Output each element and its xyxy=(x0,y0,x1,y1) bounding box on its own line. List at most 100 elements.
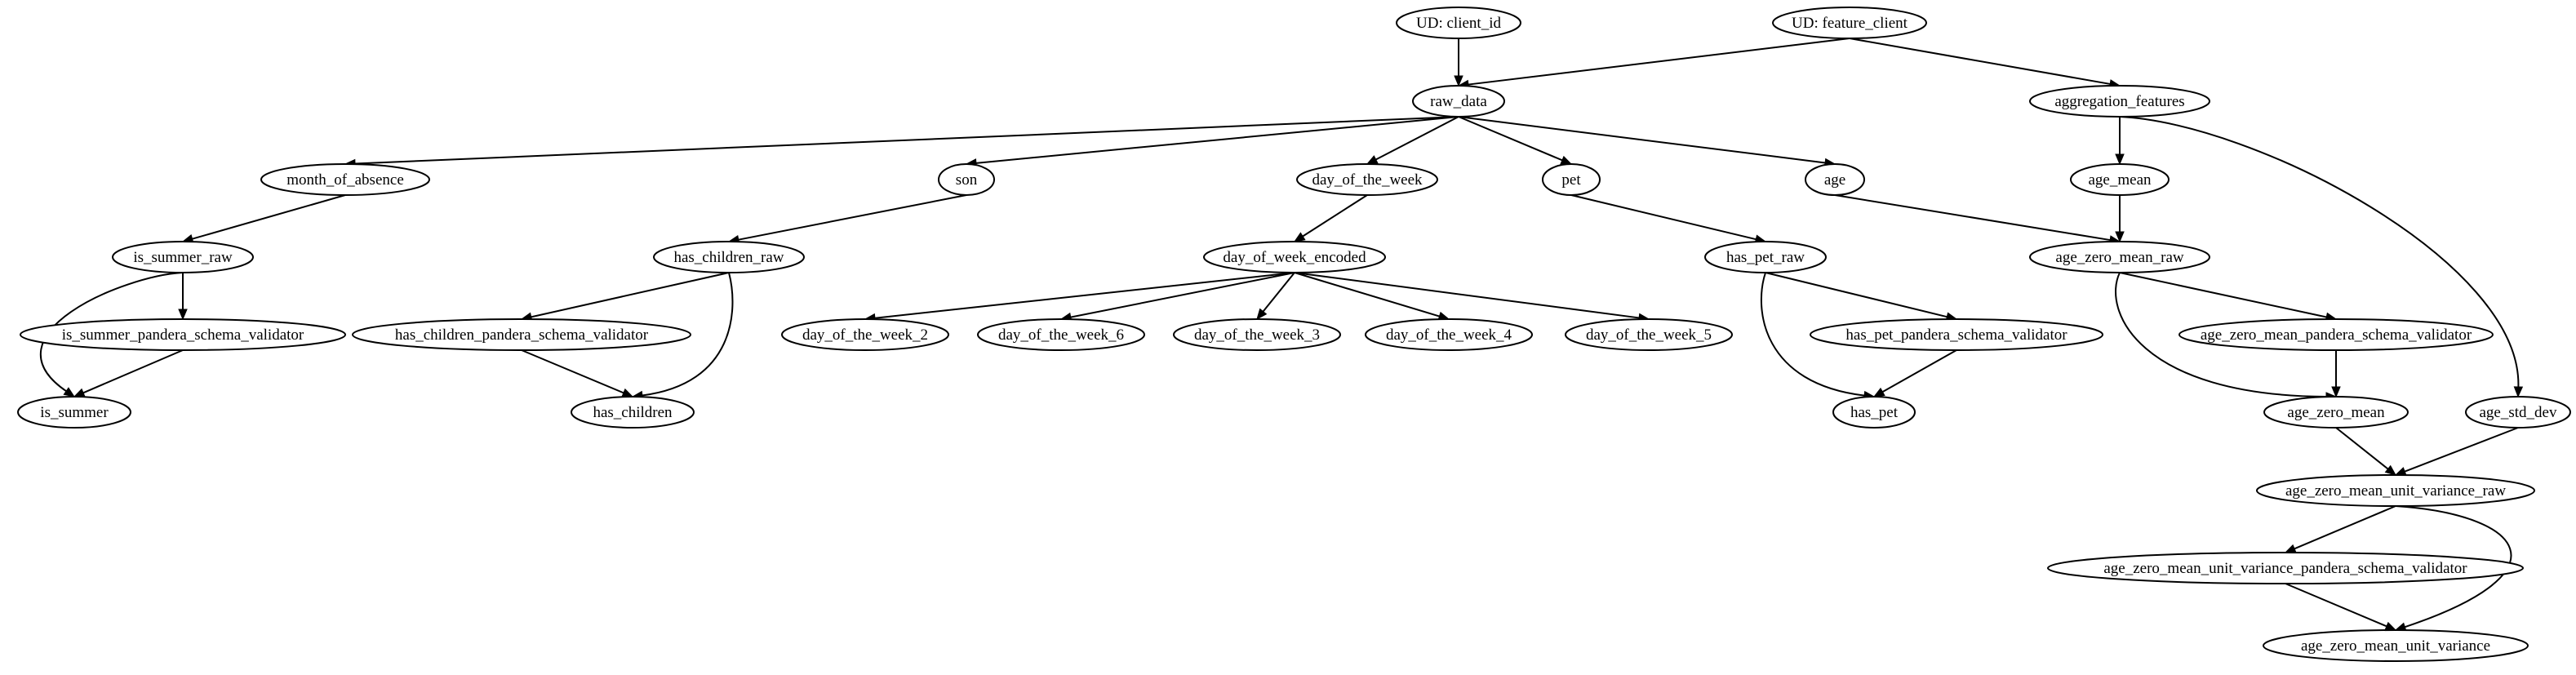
node-ellipse xyxy=(2465,396,2571,429)
node-is-summer: is_summer xyxy=(17,396,131,429)
edge-line xyxy=(531,272,730,318)
node-ellipse xyxy=(571,396,695,429)
node-day-of-the-week: day_of_the_week xyxy=(1296,163,1438,196)
edge-line xyxy=(354,116,1459,165)
edge-line xyxy=(975,116,1459,164)
arrowhead xyxy=(2384,464,2397,476)
node-ellipse xyxy=(2263,629,2529,662)
node-ellipse xyxy=(1412,85,1505,118)
node-ellipse xyxy=(1203,241,1386,273)
node-has-pet: has_pet xyxy=(1832,396,1916,429)
edge-raw_data-to-pet xyxy=(1458,116,1573,165)
edge-has_children_raw-to-has_children_pandera_schema_validator xyxy=(520,272,730,322)
node-raw-data: raw_data xyxy=(1412,85,1505,118)
edge-line xyxy=(2119,116,2520,388)
edge-ud_feature_client-to-raw_data xyxy=(1457,38,1850,90)
node-label: age_zero_mean_pandera_schema_validator xyxy=(2201,326,2472,344)
node-label: day_of_the_week_3 xyxy=(1194,326,1320,344)
node-ellipse xyxy=(781,318,949,351)
node-age-zero-mean: age_zero_mean xyxy=(2263,396,2409,429)
node-is-summer-pandera-schema-validator: is_summer_pandera_schema_validator xyxy=(20,318,346,351)
node-ellipse xyxy=(1805,163,1865,196)
arrowhead xyxy=(1560,155,1573,165)
edge-line xyxy=(1294,272,1440,318)
node-is-summer-raw: is_summer_raw xyxy=(112,241,254,273)
node-label: has_children_pandera_schema_validator xyxy=(395,326,649,344)
node-ellipse xyxy=(1832,396,1916,429)
arrowhead xyxy=(1454,75,1463,87)
node-age-zero-mean-unit-variance-pandera-schema-validator: age_zero_mean_unit_variance_pandera_sche… xyxy=(2047,552,2524,584)
edge-line xyxy=(2285,583,2387,628)
node-label: son xyxy=(956,171,978,189)
edge-line xyxy=(874,272,1295,319)
node-label: age_zero_mean xyxy=(2287,404,2385,421)
edge-pet-to-has_pet_raw xyxy=(1570,194,1767,244)
node-label: has_children_raw xyxy=(673,249,784,266)
edge-line xyxy=(2395,505,2512,628)
edge-aggregation_features-to-age_std_dev xyxy=(2119,116,2524,398)
edge-line xyxy=(1468,38,1850,86)
arrowhead xyxy=(1293,232,1306,242)
node-day-of-the-week-2: day_of_the_week_2 xyxy=(781,318,949,351)
node-ellipse xyxy=(2178,318,2494,351)
edge-ud_client_id-to-raw_data xyxy=(1454,38,1463,87)
edge-raw_data-to-age xyxy=(1458,116,1837,168)
node-day-of-week-encoded: day_of_week_encoded xyxy=(1203,241,1386,273)
node-has-children-raw: has_children_raw xyxy=(653,241,805,273)
arrowhead xyxy=(2331,386,2341,398)
edge-line xyxy=(82,349,184,394)
node-age: age xyxy=(1805,163,1865,196)
node-ellipse xyxy=(1365,318,1533,351)
edge-line xyxy=(738,194,967,241)
node-label: is_summer_raw xyxy=(133,249,233,266)
node-ellipse xyxy=(260,163,430,196)
node-label: raw_data xyxy=(1430,93,1487,110)
edge-has_pet_raw-to-has_pet_pandera_schema_validator xyxy=(1765,272,1958,322)
edge-line xyxy=(2294,505,2396,550)
node-ellipse xyxy=(1810,318,2103,351)
node-label: is_summer_pandera_schema_validator xyxy=(62,326,304,344)
edge-line xyxy=(1458,116,1563,162)
edge-age-to-age_zero_mean_raw xyxy=(1834,194,2121,245)
edge-layer xyxy=(40,38,2524,632)
arrowhead xyxy=(63,387,76,397)
node-pet: pet xyxy=(1542,163,1601,196)
edge-is_summer_raw-to-is_summer_pandera_schema_validator xyxy=(178,273,188,321)
node-label: UD: feature_client xyxy=(1792,15,1908,32)
node-ellipse xyxy=(1296,163,1438,196)
node-has-children-pandera-schema-validator: has_children_pandera_schema_validator xyxy=(352,318,691,351)
node-label: age_zero_mean_unit_variance xyxy=(2301,637,2490,655)
node-son: son xyxy=(938,163,995,196)
node-ellipse xyxy=(1542,163,1601,196)
node-age-std-dev: age_std_dev xyxy=(2465,396,2571,429)
node-label: age_mean xyxy=(2088,171,2152,189)
edge-line xyxy=(1262,272,1295,313)
node-label: day_of_the_week_4 xyxy=(1386,326,1512,344)
node-has-pet-raw: has_pet_raw xyxy=(1704,241,1827,273)
node-label: is_summer xyxy=(40,404,109,421)
edge-day_of_week_encoded-to-day_of_the_week_4 xyxy=(1294,272,1450,321)
edge-is_summer_pandera_schema_validator-to-is_summer xyxy=(73,349,184,397)
node-ellipse xyxy=(1772,7,1927,39)
edge-raw_data-to-son xyxy=(965,116,1459,168)
node-month-of-absence: month_of_absence xyxy=(260,163,430,196)
node-label: age xyxy=(1824,171,1845,189)
edge-day_of_week_encoded-to-day_of_the_week_3 xyxy=(1256,272,1295,321)
edge-line xyxy=(1834,194,2111,242)
edge-line xyxy=(1294,272,1640,319)
arrowhead xyxy=(1256,308,1268,321)
edge-aggregation_features-to-age_mean xyxy=(2115,117,2125,166)
node-label: day_of_the_week_6 xyxy=(998,326,1124,344)
edge-line xyxy=(642,272,734,397)
node-ellipse xyxy=(2029,241,2210,273)
edge-line xyxy=(1881,349,1957,393)
node-label: aggregation_features xyxy=(2054,93,2184,110)
arrowhead xyxy=(2384,621,2397,631)
node-label: pet xyxy=(1561,171,1581,189)
node-ellipse xyxy=(17,396,131,429)
node-label: has_pet_raw xyxy=(1726,249,1805,266)
edge-line xyxy=(1070,272,1295,318)
edge-line xyxy=(2115,272,2327,397)
edge-day_of_week_encoded-to-day_of_the_week_5 xyxy=(1294,272,1650,323)
